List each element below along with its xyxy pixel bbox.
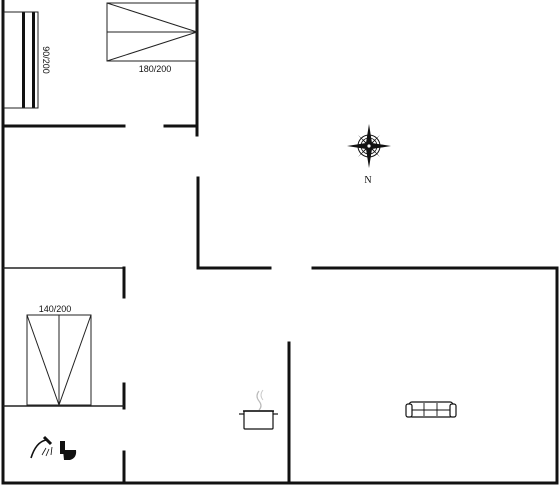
- compass-north-label: N: [364, 175, 371, 186]
- single-bed-label: 90/200: [41, 46, 51, 74]
- bottom-double-bed: [26, 314, 92, 406]
- top-double-bed: [106, 2, 198, 62]
- bottom-double-bed-label: 140/200: [39, 304, 72, 314]
- single-bed: [3, 11, 39, 109]
- shower-icon: [30, 435, 53, 459]
- cooking-pot-icon: [239, 389, 278, 430]
- top-double-bed-label: 180/200: [139, 64, 172, 74]
- toilet-icon: [60, 441, 77, 460]
- sofa-icon: [405, 401, 457, 418]
- compass-rose-icon: [347, 124, 391, 168]
